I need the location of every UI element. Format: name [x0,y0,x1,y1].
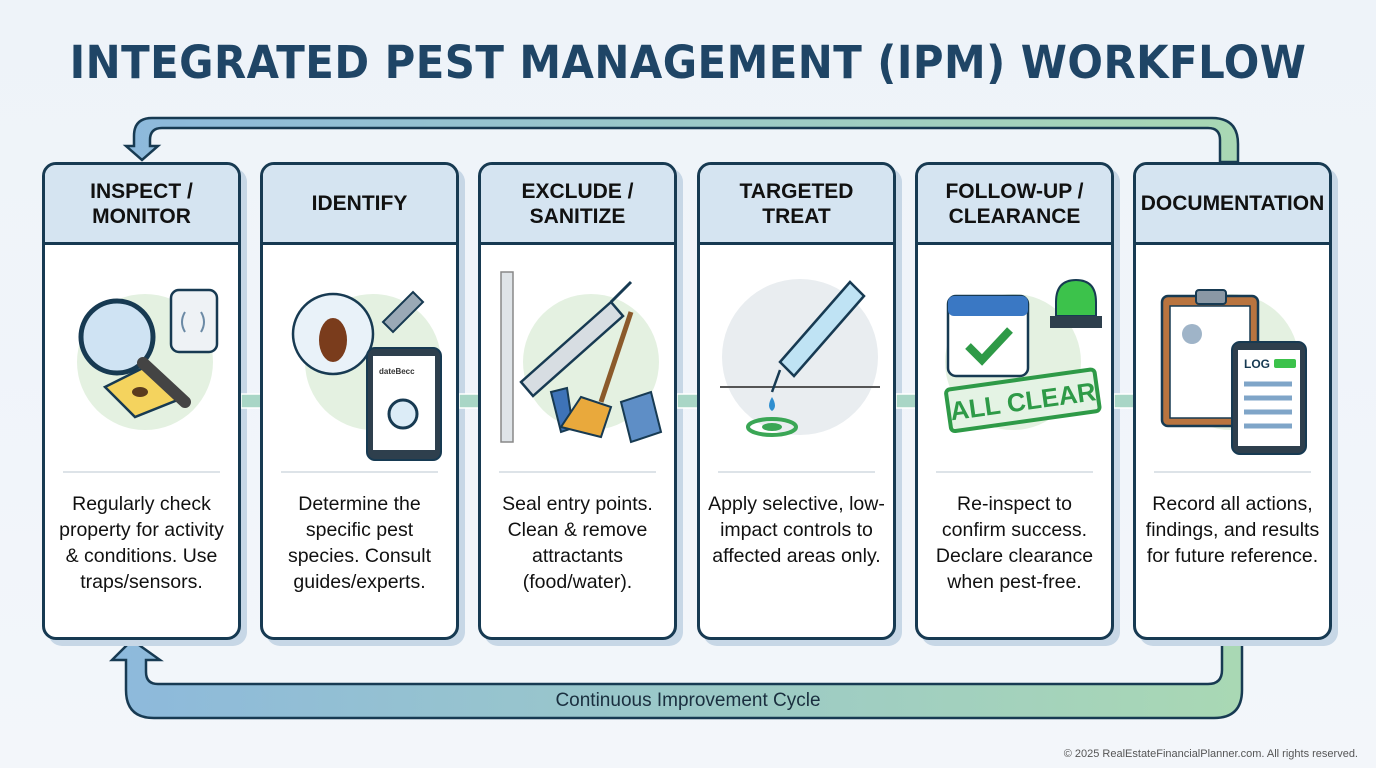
step-card: FOLLOW-UP / CLEARANCE ALL CLEAR Re-inspe… [915,162,1114,640]
syringe-target-icon [720,279,880,437]
divider [499,471,656,473]
page-title: INTEGRATED PEST MANAGEMENT (IPM) WORKFLO… [69,36,1307,89]
step-card: INSPECT / MONITOR Regularly check proper… [42,162,241,640]
step-card: EXCLUDE / SANITIZE Seal entry points. Cl… [478,162,677,640]
step-title: EXCLUDE / SANITIZE [481,165,674,245]
divider [1154,471,1311,473]
step-card: IDENTIFY dateBecc Determine the specific… [260,162,459,640]
clipboard-log-tablet-icon: LOG [1160,289,1307,455]
step-title: DOCUMENTATION [1136,165,1329,245]
bottom-loop-arrow [108,638,1244,720]
top-loop-arrow [122,116,1240,164]
divider [281,471,438,473]
copyright: © 2025 RealEstateFinancialPlanner.com. A… [1063,748,1358,760]
step-description: Re-inspect to confirm success. Declare c… [935,493,1094,593]
step-description: Determine the specific pest species. Con… [287,493,432,593]
step-title: IDENTIFY [263,165,456,245]
step-description: Apply selective, low-impact controls to … [708,493,885,567]
svg-text:LOG: LOG [1244,357,1270,371]
divider [718,471,875,473]
step-title: FOLLOW-UP / CLEARANCE [918,165,1111,245]
step-description: Regularly check property for activity & … [59,493,224,593]
divider [936,471,1093,473]
step-description: Record all actions, findings, and result… [1145,493,1320,567]
cycle-label: Continuous Improvement Cycle [555,690,821,711]
step-title: INSPECT / MONITOR [45,165,238,245]
svg-text:dateBecc: dateBecc [379,367,415,376]
step-description: Seal entry points. Clean & remove attrac… [502,493,653,593]
divider [63,471,220,473]
magnifier-trap-sensor-icon [77,288,219,430]
step-card: DOCUMENTATION LOG Record all actions, fi… [1133,162,1332,640]
calendar-check-alarm-icon: ALL CLEAR [944,278,1102,434]
step-card: TARGETED TREAT Apply selective, low-impa… [697,162,896,640]
caulk-gun-broom-icon [500,271,663,444]
bug-microscope-tablet-icon: dateBecc [291,290,442,461]
step-title: TARGETED TREAT [700,165,893,245]
